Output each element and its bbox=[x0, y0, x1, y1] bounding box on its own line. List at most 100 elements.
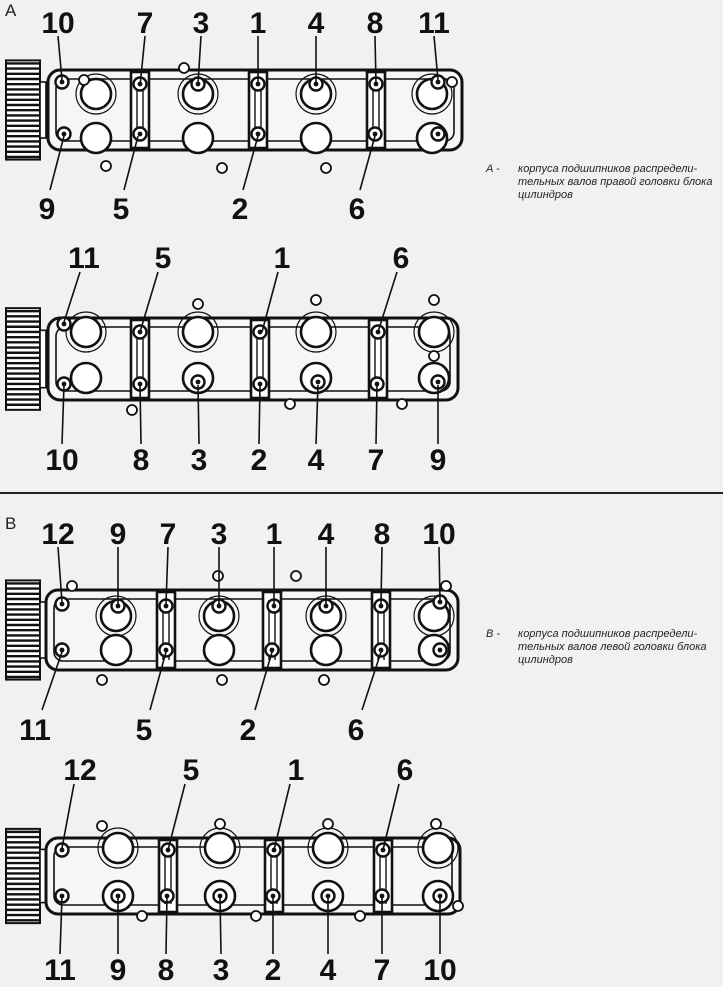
bolt-center bbox=[59, 79, 65, 85]
bolt-label: 4 bbox=[308, 7, 325, 40]
mounting-hole bbox=[440, 580, 452, 592]
bolt-center bbox=[257, 329, 263, 335]
bolt-label: 7 bbox=[137, 7, 154, 40]
bolt-center bbox=[216, 603, 222, 609]
bolt-center bbox=[255, 131, 261, 137]
bolt-label: 5 bbox=[113, 193, 130, 226]
journal-boss bbox=[295, 311, 337, 353]
mounting-hole bbox=[136, 910, 148, 922]
leader-lines bbox=[49, 35, 439, 445]
bolt-label: 6 bbox=[349, 193, 366, 226]
bolt-label: 12 bbox=[41, 518, 74, 551]
mounting-hole bbox=[96, 674, 108, 686]
bolt-label: 3 bbox=[213, 954, 230, 987]
journal-bore bbox=[299, 121, 333, 155]
bolt-label: 10 bbox=[45, 444, 78, 477]
mounting-hole bbox=[178, 62, 190, 74]
bolt-center bbox=[61, 381, 67, 387]
gear-hub bbox=[39, 329, 47, 389]
panel-a-diagram: 10 7 3 1 4 8 11 9 5 2 6 11 5 1 6 10 8 3 … bbox=[5, 7, 464, 477]
mounting-hole bbox=[354, 910, 366, 922]
mounting-hole bbox=[212, 570, 224, 582]
panel-a-letter: A bbox=[5, 1, 17, 20]
bolt-center bbox=[378, 603, 384, 609]
mounting-hole bbox=[250, 910, 262, 922]
journal-boss bbox=[177, 311, 219, 353]
bolt-label: 2 bbox=[240, 714, 257, 747]
bolt-label: 12 bbox=[63, 754, 96, 787]
bolt-center bbox=[372, 131, 378, 137]
bolt-center bbox=[137, 381, 143, 387]
bolt-center bbox=[137, 131, 143, 137]
bearing-housing-b-bottom bbox=[5, 818, 464, 925]
leader-lines bbox=[41, 546, 441, 955]
bolt-label: 1 bbox=[288, 754, 305, 787]
journal-boss bbox=[97, 827, 139, 869]
mounting-hole bbox=[428, 294, 440, 306]
bolt-center bbox=[61, 131, 67, 137]
bolt-label: 5 bbox=[136, 714, 153, 747]
bolt-label: 7 bbox=[374, 954, 391, 987]
bolt-label: 3 bbox=[193, 7, 210, 40]
bolt-label: 6 bbox=[348, 714, 365, 747]
mounting-hole bbox=[396, 398, 408, 410]
bolt-label: 4 bbox=[308, 444, 325, 477]
panel-a: A A - корпуса подшипников распредели-тел… bbox=[0, 0, 723, 493]
gear-hub bbox=[39, 81, 47, 139]
bolt-label: 11 bbox=[418, 7, 450, 40]
bolt-label: 7 bbox=[160, 518, 177, 551]
journal-bore bbox=[69, 315, 103, 349]
bolt-center bbox=[59, 647, 65, 653]
mounting-hole bbox=[284, 398, 296, 410]
bolt-center bbox=[59, 847, 65, 853]
journal-bore bbox=[202, 633, 236, 667]
bolt-label: 3 bbox=[211, 518, 228, 551]
bolt-center bbox=[195, 379, 201, 385]
journal-bore bbox=[203, 831, 237, 865]
bolt-label: 2 bbox=[232, 193, 249, 226]
bolt-label: 5 bbox=[183, 754, 200, 787]
mounting-hole bbox=[100, 160, 112, 172]
journal-bore bbox=[99, 633, 133, 667]
bolt-label: 10 bbox=[422, 518, 455, 551]
journal-bore bbox=[421, 831, 455, 865]
panel-b-caption-letter: B - bbox=[486, 628, 501, 640]
bolt-center bbox=[115, 603, 121, 609]
journal-bore bbox=[181, 315, 215, 349]
bolt-label: 11 bbox=[44, 954, 76, 987]
mounting-hole bbox=[322, 818, 334, 830]
bolt-center bbox=[163, 603, 169, 609]
mounting-hole bbox=[290, 570, 302, 582]
mounting-hole bbox=[126, 404, 138, 416]
bearing-housing-a-bottom bbox=[5, 294, 460, 416]
bolt-center bbox=[61, 321, 67, 327]
journal-bore bbox=[79, 121, 113, 155]
mounting-hole bbox=[318, 674, 330, 686]
bolt-label: 6 bbox=[397, 754, 414, 787]
journal-boss bbox=[411, 73, 453, 115]
mounting-hole bbox=[452, 900, 464, 912]
bolt-label: 11 bbox=[19, 714, 51, 747]
bolt-label: 2 bbox=[265, 954, 282, 987]
bearing-housing-a-top bbox=[5, 59, 464, 174]
bolt-center bbox=[323, 603, 329, 609]
bolt-label: 3 bbox=[191, 444, 208, 477]
bolt-label: 8 bbox=[374, 518, 391, 551]
bolt-center bbox=[378, 647, 384, 653]
housing-frame bbox=[44, 588, 460, 672]
bolt-center bbox=[435, 79, 441, 85]
journal-boss bbox=[65, 311, 107, 353]
bolt-label: 1 bbox=[274, 242, 291, 275]
panel-a-caption: A - корпуса подшипников распредели-тельн… bbox=[486, 163, 716, 202]
bolt-label: 4 bbox=[320, 954, 337, 987]
bolt-label: 9 bbox=[110, 518, 127, 551]
bolt-label: 1 bbox=[250, 7, 267, 40]
housing-inner-rib bbox=[53, 598, 451, 662]
panel-b-diagram: 12 9 7 3 1 4 8 10 11 5 2 6 12 5 1 6 11 9… bbox=[5, 518, 464, 987]
journal-bore bbox=[309, 633, 343, 667]
mounting-hole bbox=[216, 162, 228, 174]
bolt-label: 8 bbox=[158, 954, 175, 987]
bolt-label: 5 bbox=[155, 242, 172, 275]
bearing-housing-b-top bbox=[5, 570, 460, 686]
bolt-label: 2 bbox=[251, 444, 268, 477]
